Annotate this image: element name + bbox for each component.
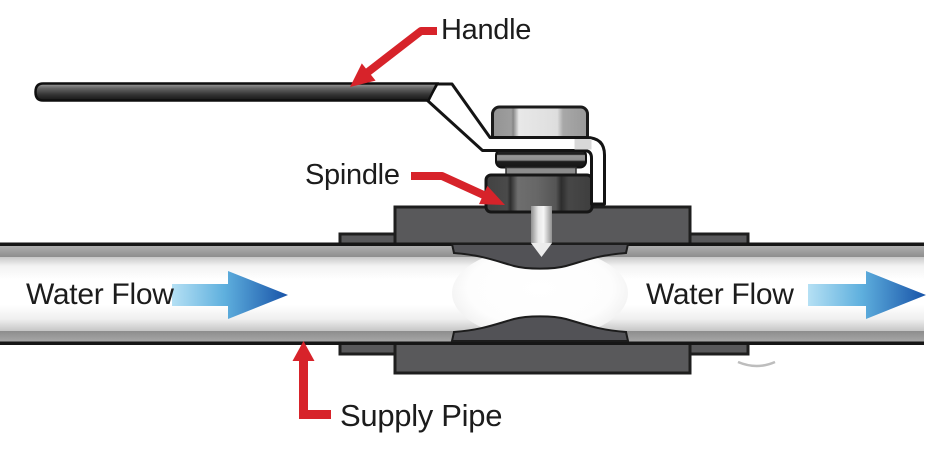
handle-label: Handle: [441, 14, 532, 46]
spindle-shaft: [531, 206, 552, 243]
spindle-shaft-tip: [531, 243, 552, 257]
valve-ball: [452, 247, 628, 339]
flange-shadow-mark: [737, 360, 776, 368]
ball-seat-bottom: [450, 315, 630, 342]
spindle-washer: [495, 148, 587, 169]
handle-lever: [34, 82, 440, 102]
water-flow-label-left: Water Flow: [26, 278, 174, 311]
ball-seat-top: [450, 243, 630, 270]
water-flow-arrow-right-icon: [808, 271, 926, 319]
water-flow-arrow-left-icon: [172, 271, 288, 319]
spindle-label: Spindle: [305, 159, 400, 191]
handle-bracket: [426, 82, 606, 206]
water-flow-label-right: Water Flow: [646, 278, 794, 311]
handle-bracket-shade: [574, 139, 592, 150]
pipe-bottom-outline: [0, 341, 924, 345]
spindle-leader-arrow: [411, 172, 505, 205]
handle-leader-arrow: [350, 27, 437, 87]
supply-pipe-leader-arrow: [292, 341, 331, 419]
supply-pipe-label: Supply Pipe: [340, 398, 503, 433]
